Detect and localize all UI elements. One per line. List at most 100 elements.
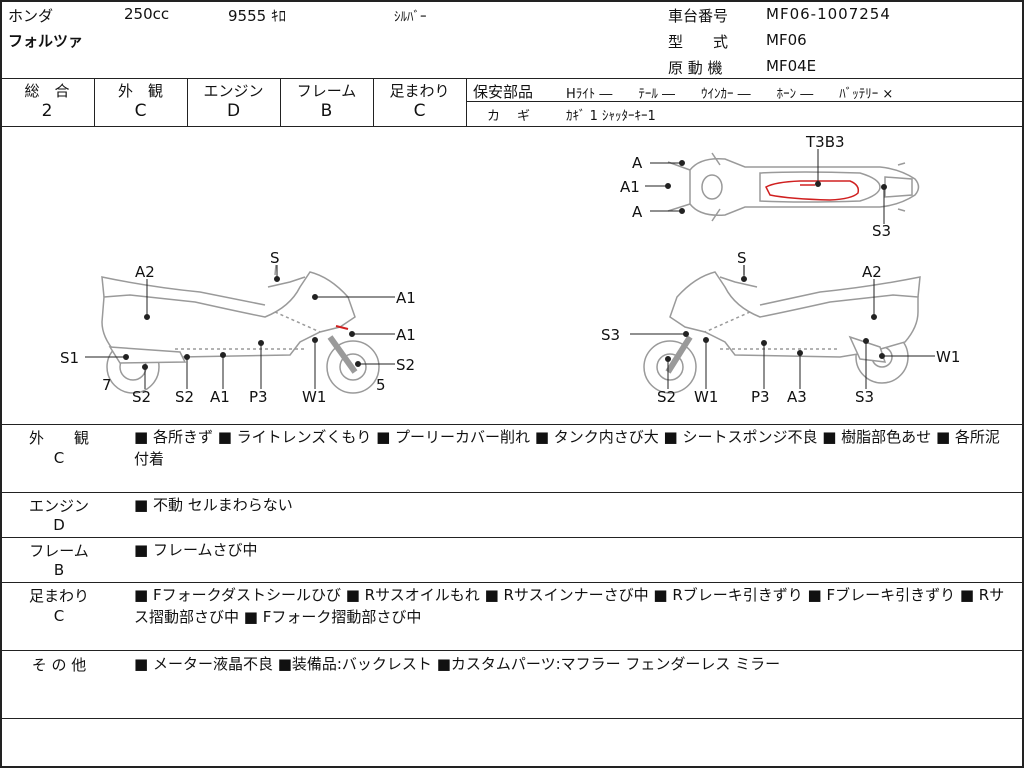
right-label-s3-front: S3 [601, 326, 620, 344]
type-value: MF06 [766, 31, 807, 49]
color: ｼﾙﾊﾞｰ [394, 10, 427, 25]
top-label-a1: A1 [620, 178, 640, 196]
grade-label-suspension: 足まわり [389, 82, 450, 100]
remark-text-engine: ■ 不動 セルまわらない [134, 496, 293, 514]
right-label-s3-rear: S3 [855, 388, 874, 406]
divider [94, 78, 95, 126]
divider [0, 126, 1024, 127]
left-label-s: S [270, 249, 280, 267]
top-label-t3b3: T3B3 [805, 133, 845, 151]
left-fork [327, 335, 358, 374]
right-label-s2: S2 [657, 388, 676, 406]
right-panel-line [704, 311, 751, 333]
left-view-scooter [101, 264, 380, 394]
left-label-p3: P3 [249, 388, 268, 406]
left-panel-line [274, 311, 321, 333]
right-label-a2: A2 [862, 263, 882, 281]
top-label-a: A [632, 154, 643, 172]
top-damage-area [765, 180, 860, 201]
right-label-a3: A3 [787, 388, 807, 406]
remark-category-frame: フレーム [29, 542, 89, 560]
damage-diagram: A A1 A T3B3 S3 [60, 133, 960, 406]
left-damage-mark [335, 325, 349, 330]
left-mirror [274, 264, 277, 276]
left-label-w1: W1 [302, 388, 326, 406]
left-label-a1-upper: A1 [396, 289, 416, 307]
divider [0, 492, 1024, 493]
right-label-w1: W1 [694, 388, 718, 406]
mileage: 9555 ｷﾛ [228, 7, 286, 25]
grade-value-overall: 2 [41, 101, 53, 121]
top-headlight [701, 174, 723, 200]
left-label-s2-front: S2 [396, 356, 415, 374]
key-value: ｶｷﾞ 1 ｼｬｯﾀｰｷｰ1 [566, 109, 656, 124]
right-shock [848, 335, 887, 363]
left-muffler [108, 346, 187, 364]
top-rear-grip [897, 162, 906, 212]
grade-label-overall: 総 合 [24, 82, 70, 100]
remark-text-other: ■ メーター液晶不良 ■装備品:バックレスト ■カスタムパーツ:マフラー フェン… [134, 655, 781, 673]
top-view-scooter [667, 152, 920, 222]
right-label-s: S [737, 249, 747, 267]
frame-no-label: 車台番号 [668, 7, 729, 25]
divider [0, 650, 1024, 651]
model-name: フォルツァ [8, 32, 84, 50]
grade-label-exterior: 外 観 [117, 82, 163, 100]
type-label: 型 式 [668, 33, 729, 51]
grade-value-exterior: C [134, 101, 147, 121]
maker: ホンダ [8, 7, 54, 25]
right-fork [665, 335, 693, 374]
left-label-a1-lower: A1 [396, 326, 416, 344]
top-mirrors [711, 152, 721, 222]
left-handle [267, 276, 306, 288]
divider [373, 78, 374, 126]
right-front-wheel [643, 340, 697, 394]
displacement: 250cc [124, 5, 170, 23]
left-label-s1: S1 [60, 349, 79, 367]
top-label-s3: S3 [872, 222, 891, 240]
left-label-5: 5 [376, 376, 386, 394]
grade-label-engine: エンジン [203, 82, 264, 100]
right-label-w1-rear: W1 [936, 348, 960, 366]
remark-text-frame: ■ フレームさび中 [134, 541, 258, 559]
remark-text-exterior: ■ 各所きず ■ ライトレンズくもり ■ プーリーカバー削れ ■ タンク内さび大… [134, 428, 1000, 468]
divider [466, 101, 1024, 102]
frame-no: MF06-1007254 [766, 5, 891, 23]
top-seat [759, 171, 881, 203]
safety-items: Hﾗｲﾄ ― ﾃｰﾙ ― ｳｲﾝｶｰ ― ﾎｰﾝ ― ﾊﾞｯﾃﾘｰ × [566, 87, 894, 102]
remark-category-suspension: 足まわり [28, 587, 89, 605]
right-front-hub [656, 353, 684, 381]
engine-value: MF04E [766, 57, 817, 75]
grade-value-engine: D [226, 101, 241, 121]
left-seat [101, 276, 266, 306]
remark-category-engine: エンジン [28, 497, 89, 515]
right-seat [759, 276, 921, 306]
left-front-hub [339, 353, 367, 381]
remark-grade-engine: D [53, 516, 65, 534]
engine-label: 原 動 機 [668, 59, 723, 77]
top-leaders [645, 149, 887, 224]
right-leaders [630, 265, 935, 389]
left-label-s2-a: S2 [132, 388, 151, 406]
left-front-wheel [326, 340, 380, 394]
divider [466, 78, 467, 126]
left-label-a1-floor: A1 [210, 388, 230, 406]
remark-category-exterior: 外 観 [28, 429, 89, 447]
right-view-scooter [643, 265, 921, 394]
divider [0, 78, 1024, 79]
grade-value-suspension: C [413, 101, 426, 121]
remark-category-other: そ の 他 [31, 656, 87, 674]
key-label: カ ギ [487, 109, 533, 124]
remark-grade-suspension: C [53, 607, 65, 625]
remark-text-suspension: ■ Fフォークダストシールひび ■ Rサスオイルもれ ■ Rサスインナーさび中 … [134, 586, 1005, 626]
right-label-p3: P3 [751, 388, 770, 406]
right-body [669, 271, 919, 358]
safety-label: 保安部品 [473, 83, 534, 101]
left-label-7: 7 [102, 376, 112, 394]
left-label-s2-b: S2 [175, 388, 194, 406]
remark-grade-frame: B [53, 561, 65, 579]
top-handlebar [667, 161, 691, 212]
top-label-a-lower: A [632, 203, 643, 221]
